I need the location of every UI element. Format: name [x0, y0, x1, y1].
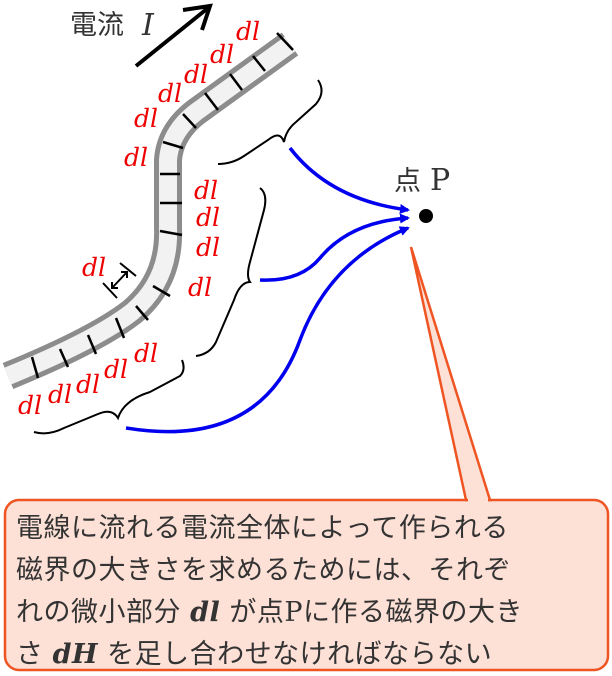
element-labels: dl dl dl dl dl dl dl dl dl dl dl dl dl d…	[18, 17, 260, 420]
current-direction-arrow	[134, 3, 213, 68]
dl-label: dl	[82, 253, 106, 282]
current-symbol: I	[141, 8, 155, 43]
field-contribution-arrows	[125, 146, 410, 434]
p-symbol: P	[284, 597, 303, 628]
point-label: 点	[394, 166, 421, 197]
dl-label: dl	[76, 370, 100, 399]
point-symbol: P	[430, 163, 450, 198]
callout-text-part: が点	[229, 597, 285, 628]
element-width-marker	[102, 262, 137, 299]
dl-label: dl	[184, 60, 208, 89]
callout-text-part: に作る磁界の大き	[303, 597, 523, 628]
callout-line-2: 磁界の大きさを求めるためには、それぞ	[16, 555, 511, 586]
dl-label: dl	[104, 355, 128, 384]
callout-text-part: を足し合わせなければならない	[107, 639, 493, 670]
dl-label: dl	[210, 40, 234, 69]
dl-label: dl	[188, 273, 212, 302]
dh-symbol: dH	[52, 639, 98, 670]
dl-label: dl	[124, 143, 148, 172]
callout-line-3: れの微小部分 dl が点Pに作る磁界の大き	[16, 592, 602, 634]
dl-label: dl	[236, 17, 260, 46]
callout-line-1: 電線に流れる電流全体によって作られる	[16, 513, 509, 544]
callout-text-part: れの微小部分	[16, 597, 181, 628]
dl-label: dl	[18, 391, 42, 420]
grouping-braces	[33, 79, 323, 435]
callout-text: 電線に流れる電流全体によって作られる 磁界の大きさを求めるためには、それぞ れの…	[16, 508, 602, 676]
callout-box	[3, 246, 610, 672]
current-label: 電流	[70, 10, 124, 41]
dl-label: dl	[194, 176, 218, 205]
dl-symbol: dl	[190, 597, 221, 628]
dl-label: dl	[196, 203, 220, 232]
wire-segment-dividers	[30, 32, 294, 379]
callout-line-4: さ dH を足し合わせなければならない	[16, 634, 602, 676]
dl-label: dl	[196, 233, 220, 262]
dl-label: dl	[158, 79, 182, 108]
dl-label: dl	[134, 104, 158, 133]
point-p-dot	[419, 209, 433, 223]
dl-label: dl	[48, 380, 72, 409]
dl-label: dl	[134, 339, 158, 368]
callout-text-part: さ	[16, 639, 44, 670]
wire	[2, 32, 299, 389]
